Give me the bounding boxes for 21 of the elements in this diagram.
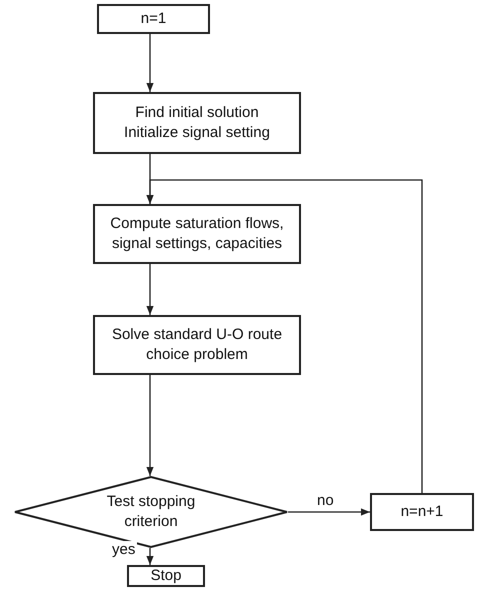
process-box bbox=[127, 565, 205, 587]
arrow bbox=[146, 548, 154, 565]
node-text: Solve standard U-O route choice problem bbox=[110, 324, 284, 365]
process-box bbox=[93, 315, 301, 375]
node-text: Initialize signal setting bbox=[124, 123, 270, 143]
arrow bbox=[146, 179, 423, 493]
node-text: Test stopping criterion bbox=[106, 492, 196, 532]
node-text: n=n+1 bbox=[400, 502, 444, 522]
process-box bbox=[370, 493, 474, 531]
node-text: n=1 bbox=[140, 8, 166, 29]
node-text: Stop bbox=[150, 566, 182, 586]
arrow bbox=[288, 508, 370, 516]
process-box bbox=[93, 92, 301, 154]
process-box bbox=[93, 204, 301, 264]
arrow bbox=[146, 34, 154, 92]
process-box bbox=[97, 4, 210, 34]
arrow bbox=[146, 375, 154, 476]
node-text: Compute saturation flows, signal settings, capacities bbox=[109, 214, 285, 254]
arrow bbox=[146, 264, 154, 315]
edge-label: yes bbox=[110, 540, 138, 558]
node-text: Find initial solution bbox=[135, 102, 259, 123]
